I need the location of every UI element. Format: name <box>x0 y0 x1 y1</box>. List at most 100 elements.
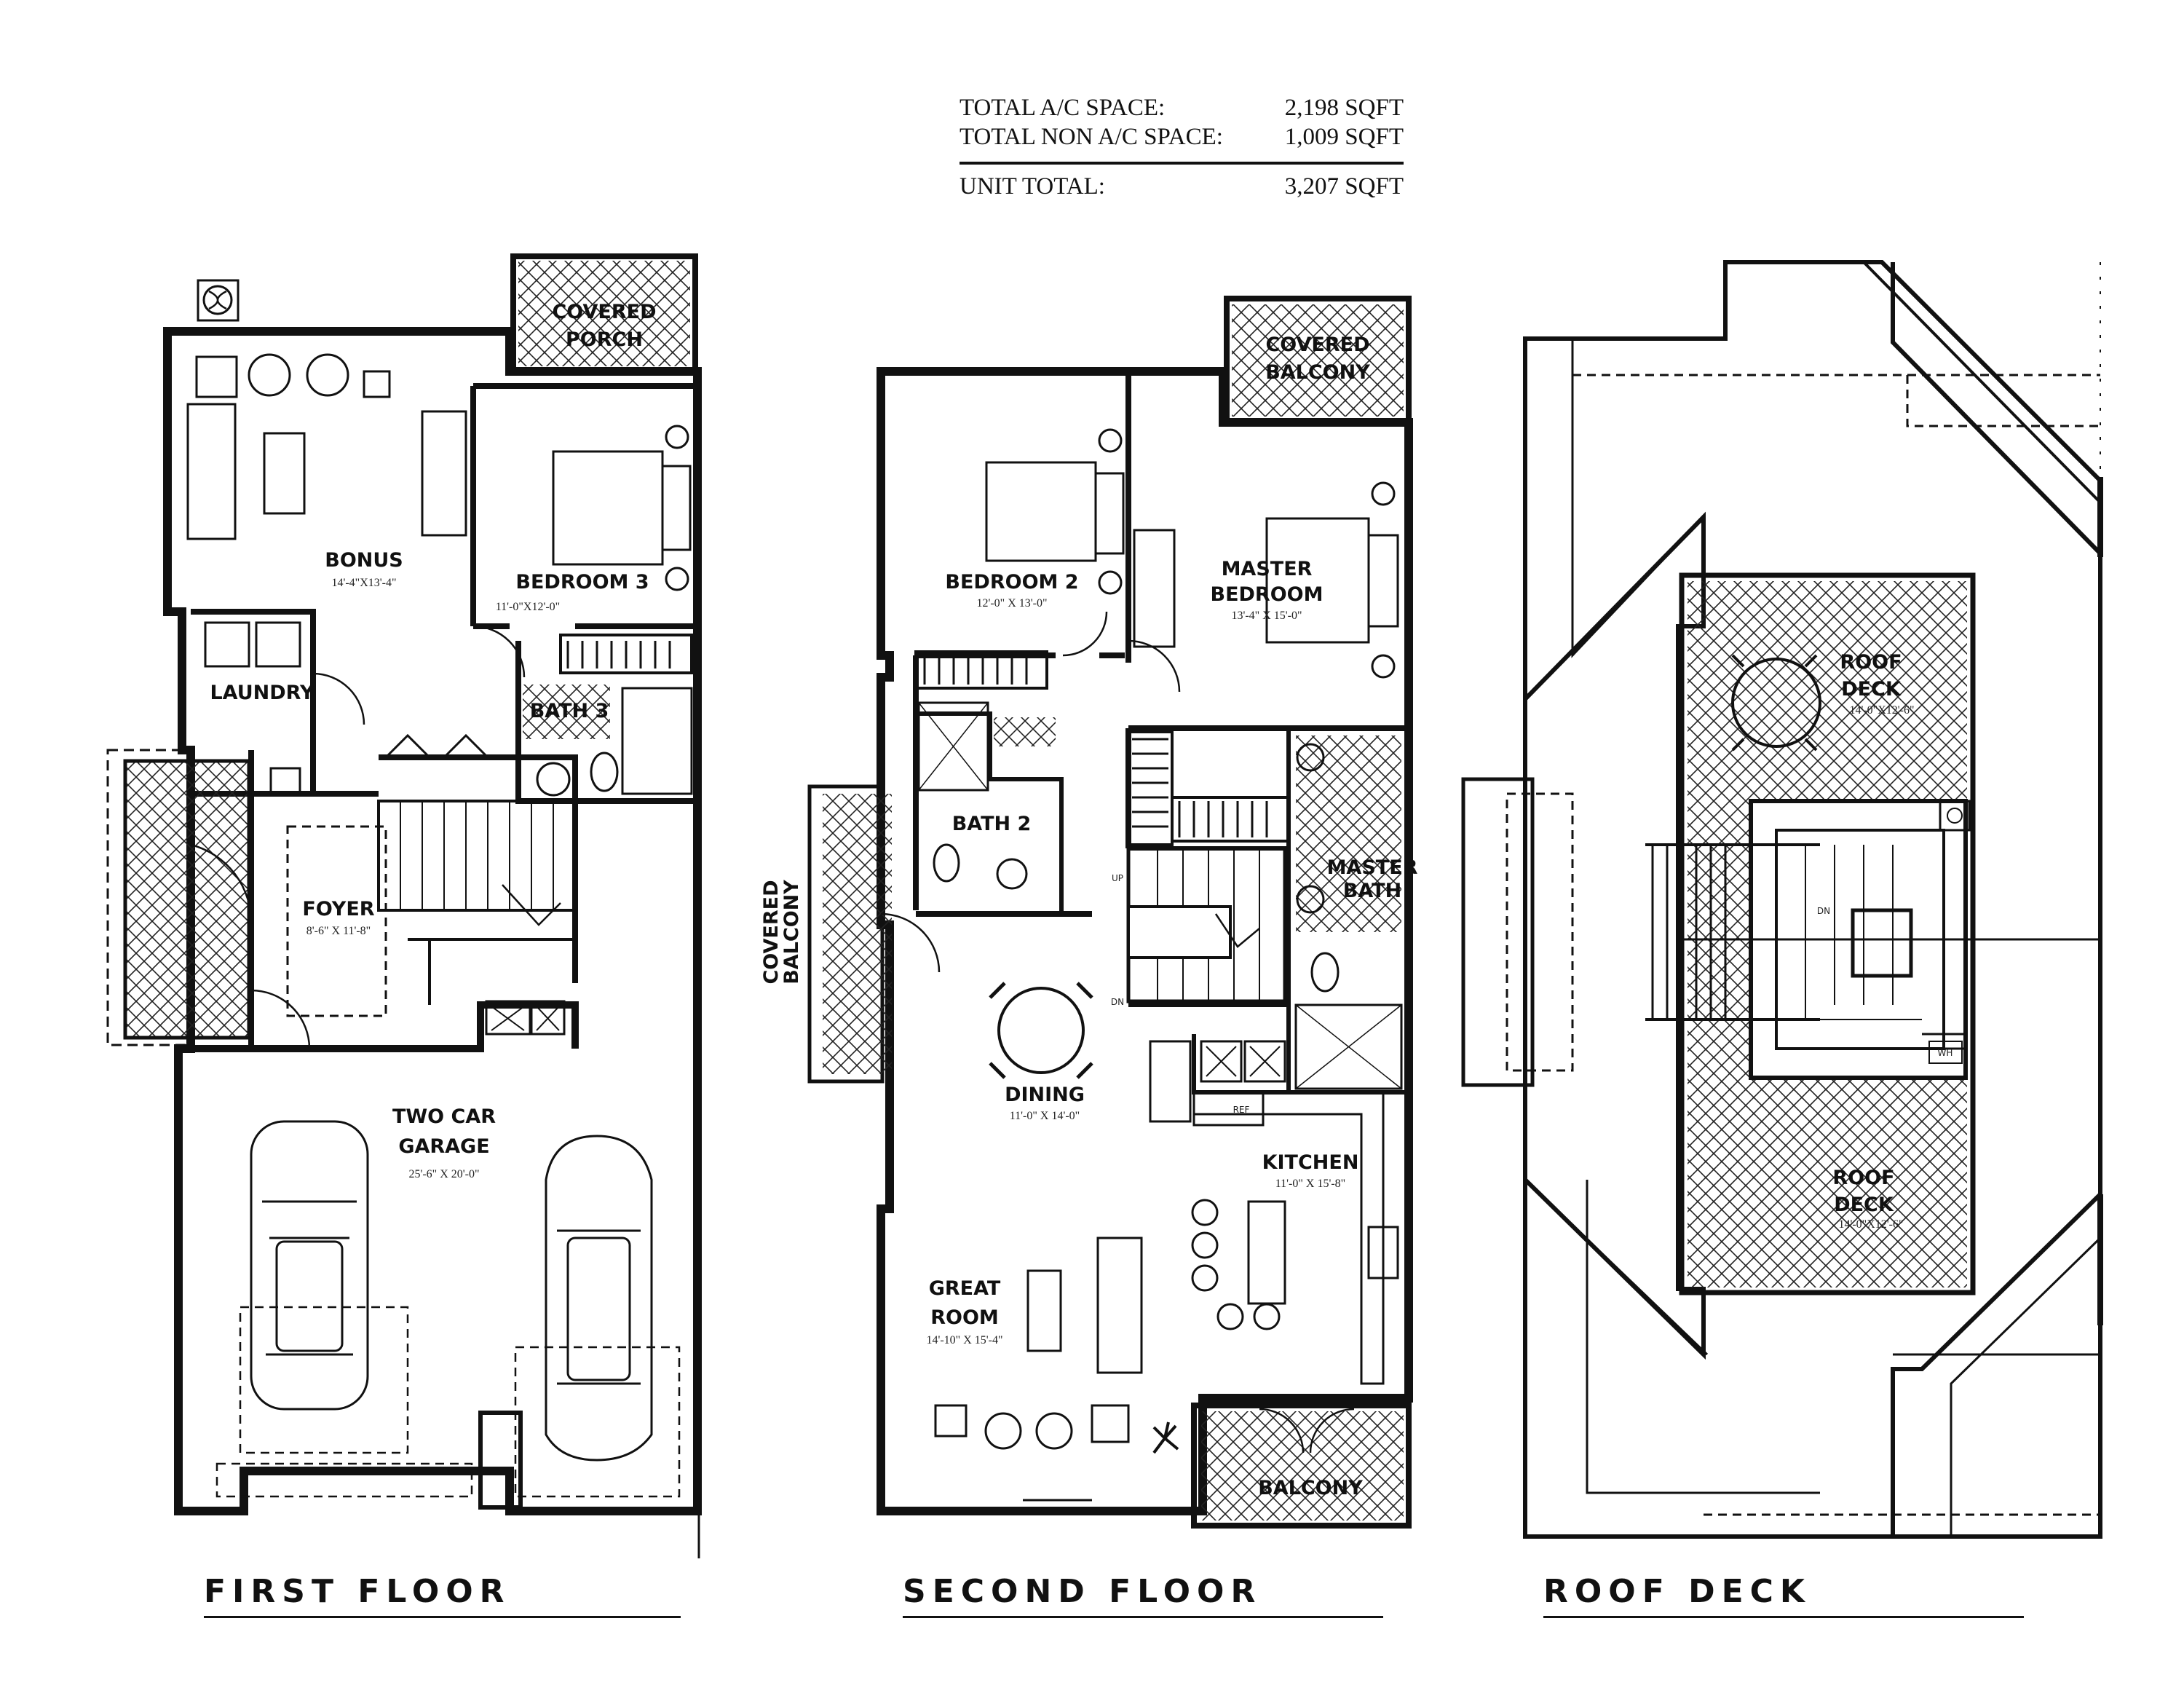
total-label: UNIT TOTAL: <box>960 173 1105 200</box>
bar-stool <box>1216 1303 1244 1330</box>
garage-dim: 25'-6" X 20'-0" <box>408 1168 479 1180</box>
nightstand-icon <box>1371 654 1396 679</box>
covered-balcony-label-2: BALCONY <box>1265 361 1370 384</box>
deck1-label-1: ROOF <box>1840 651 1902 674</box>
nightstand-icon <box>1371 481 1396 506</box>
area-summary: TOTAL A/C SPACE: 2,198 SQFT TOTAL NON A/… <box>960 93 1404 201</box>
sofa <box>186 403 237 540</box>
master-dim: 13'-4" X 15'-0" <box>1231 610 1302 622</box>
bedroom2-dim: 12'-0" X 13'-0" <box>976 597 1047 610</box>
bedroom2-label: BEDROOM 2 <box>945 571 1078 593</box>
stair-down-label: DN <box>1111 997 1124 1007</box>
summary-row-ac: TOTAL A/C SPACE: 2,198 SQFT <box>960 93 1404 122</box>
lamp-icon <box>363 370 391 398</box>
bar-stool <box>1191 1199 1219 1226</box>
pillows <box>661 465 692 551</box>
kitchen-dim: 11'-0" X 15'-8" <box>1275 1178 1345 1190</box>
summary-row-nonac: TOTAL NON A/C SPACE: 1,009 SQFT <box>960 122 1404 151</box>
driveway-edge <box>215 1462 473 1498</box>
kitchen-counter <box>1194 1091 1385 1385</box>
parking-outline <box>514 1346 681 1498</box>
stair <box>377 800 577 912</box>
nonac-value: 1,009 SQFT <box>1284 124 1404 150</box>
washer <box>204 621 250 668</box>
car-left <box>250 1120 369 1411</box>
second-floor-title: SECOND FLOOR <box>903 1573 1383 1618</box>
bedroom3-label: BEDROOM 3 <box>515 571 649 593</box>
bar-stool <box>1191 1231 1219 1259</box>
master-label-1: MASTER <box>1222 558 1313 580</box>
refrigerator <box>1192 1091 1265 1127</box>
bed <box>552 450 664 566</box>
toilet-icon <box>1310 952 1340 993</box>
roof-projection <box>1461 777 1535 1087</box>
nightstand-icon <box>665 567 689 591</box>
end-table <box>195 355 238 398</box>
dining-table <box>997 987 1085 1074</box>
covered-porch <box>510 253 698 374</box>
ac-value: 2,198 SQFT <box>1284 95 1404 121</box>
bath2-label: BATH 2 <box>952 813 1032 835</box>
side-balcony-label-2: BALCONY <box>780 880 803 985</box>
cooktop <box>1367 1226 1399 1279</box>
bedroom3-dim: 11'-0"X12'-0" <box>496 601 560 613</box>
foyer-rug <box>286 825 387 1017</box>
covered-balcony-top <box>1224 296 1412 425</box>
second-floor-labels: COVERED BALCONY BEDROOM 2 12'-0" X 13'-0… <box>760 334 1418 1499</box>
deck-table <box>1731 658 1821 748</box>
bath3-label: BATH 3 <box>530 700 609 722</box>
shower <box>1294 1003 1403 1090</box>
pillows <box>1094 472 1125 555</box>
sofa <box>1096 1237 1143 1374</box>
deck2-label-2: DECK <box>1834 1194 1894 1216</box>
bar-stool <box>1191 1264 1219 1292</box>
great-room-label-2: ROOM <box>930 1306 999 1329</box>
bonus-label: BONUS <box>325 549 403 572</box>
dining-dim: 11'-0" X 14'-0" <box>1010 1110 1080 1122</box>
toilet-icon <box>590 752 619 792</box>
dining-label: DINING <box>1005 1084 1085 1106</box>
water-heater-label: WH <box>1938 1048 1953 1058</box>
foyer-label: FOYER <box>302 898 374 920</box>
closet <box>914 650 1048 690</box>
dryer <box>255 621 301 668</box>
coffee-table <box>263 432 306 515</box>
nightstand-icon <box>1098 570 1123 595</box>
garage-label-2: GARAGE <box>398 1135 489 1158</box>
great-room-dim: 14'-10" X 15'-4" <box>926 1334 1002 1346</box>
coffee-table <box>1026 1269 1062 1352</box>
porch-label-1: COVERED <box>552 301 656 323</box>
sink-icon <box>269 767 301 795</box>
closet <box>559 634 693 674</box>
sink-icon <box>536 762 571 797</box>
master-bath-label-2: BATH <box>1343 880 1401 902</box>
side-balcony-label-1: COVERED <box>760 880 783 984</box>
armchair <box>984 1412 1022 1450</box>
dresser <box>1133 529 1176 648</box>
bed <box>985 461 1097 562</box>
summary-row-total: UNIT TOTAL: 3,207 SQFT <box>960 172 1404 201</box>
armchair <box>1035 1412 1073 1450</box>
compass-icon <box>197 279 240 322</box>
balcony-label: BALCONY <box>1258 1477 1363 1499</box>
bed <box>1265 517 1370 644</box>
bar-stool <box>1253 1303 1281 1330</box>
foyer-dim: 8'-6" X 11'-8" <box>306 925 371 937</box>
side-balcony-label: COVERED BALCONY <box>760 880 803 985</box>
total-value: 3,207 SQFT <box>1284 173 1404 200</box>
railing <box>1645 843 1820 1021</box>
armchair <box>306 353 349 397</box>
roof-deck-plan <box>1461 260 2103 1544</box>
deck1-label-2: DECK <box>1841 678 1902 701</box>
first-floor-title: FIRST FLOOR <box>204 1573 681 1618</box>
first-floor-labels: COVERED PORCH BONUS 14'-4"X13'-4" BEDROO… <box>210 301 656 1180</box>
covered-balcony-label-1: COVERED <box>1265 334 1369 356</box>
pantry <box>1149 1040 1192 1123</box>
sink-icon <box>996 858 1028 890</box>
shower <box>621 687 693 795</box>
closet-doors <box>384 733 489 759</box>
nightstand-icon <box>1098 428 1123 453</box>
porch-label-2: PORCH <box>566 328 643 351</box>
car-right <box>545 1135 653 1462</box>
